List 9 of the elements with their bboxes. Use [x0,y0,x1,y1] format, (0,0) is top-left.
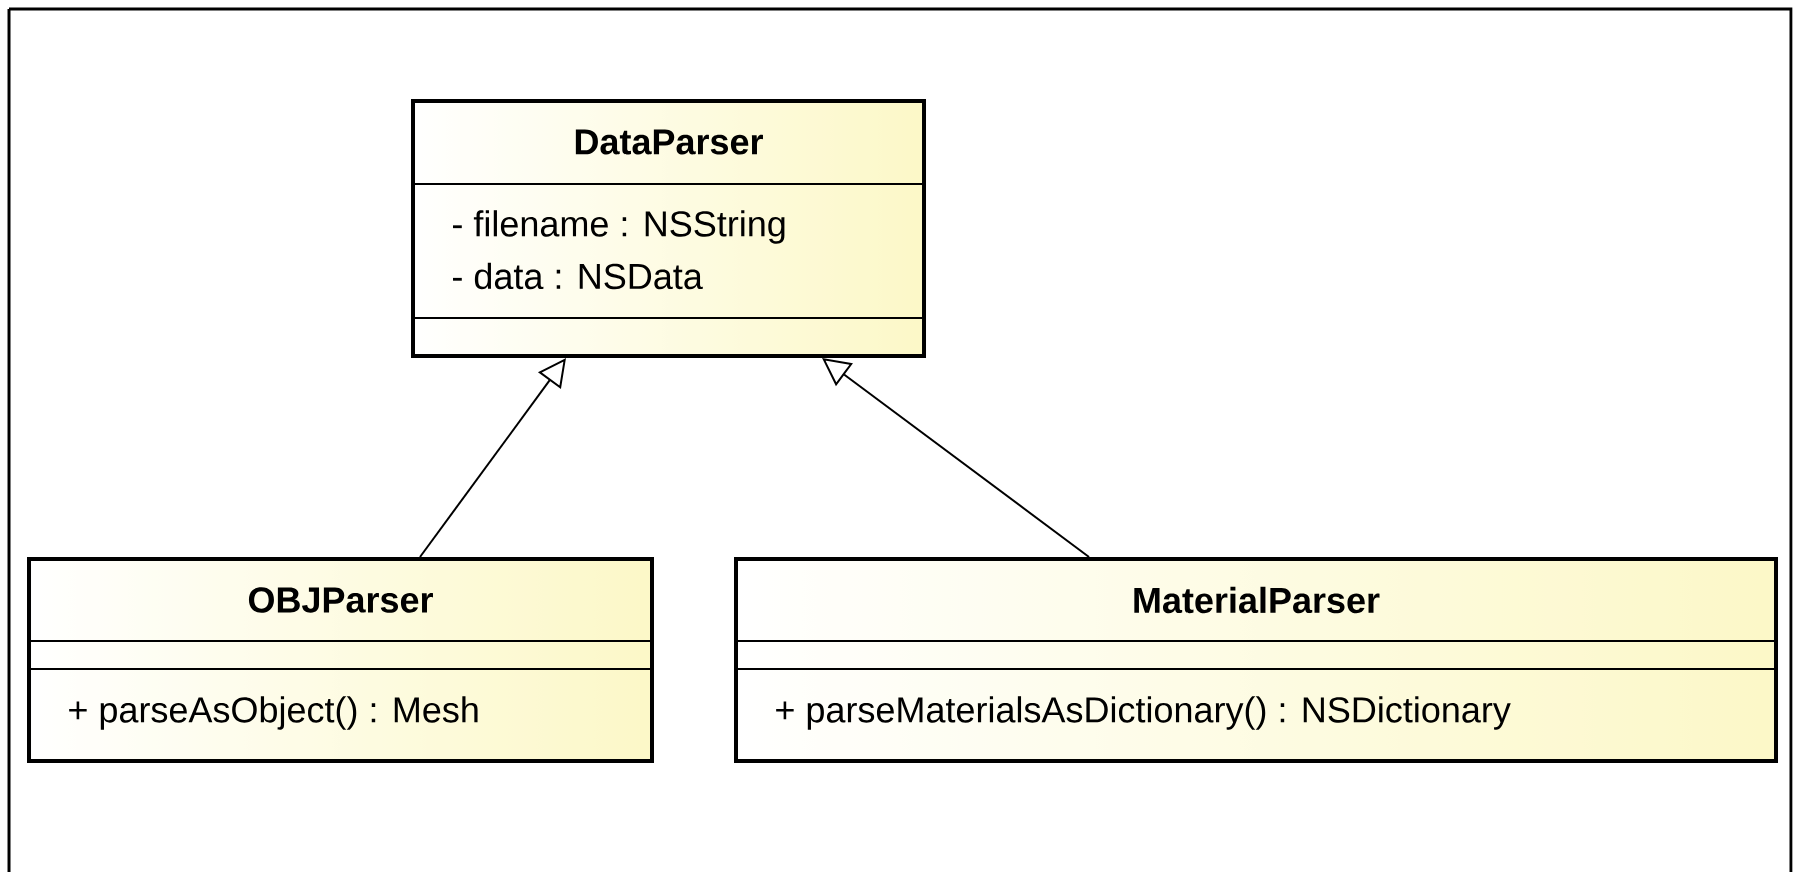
class-name: MaterialParser [1134,586,1380,614]
class-name: OBJParser [248,587,433,613]
attribute-text: - filename : NSString [453,210,785,244]
generalization-arrow [822,358,1090,558]
method-text: + parseAsObject() : Mesh [69,696,478,730]
attribute-text: - data : NSData [453,262,703,290]
class-name: DataParser [575,129,763,155]
generalization-arrow [419,358,566,558]
method-text: + parseMaterialsAsDictionary() : NSDictionary [776,696,1511,730]
